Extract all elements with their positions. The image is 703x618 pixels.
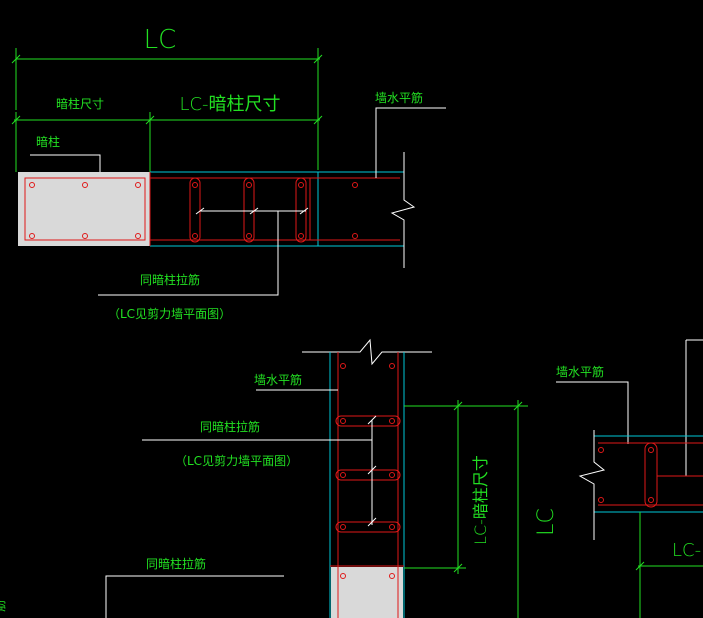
middle-detail: 同暗柱拉筋 （LC见剪力墙平面图） 墙水平筋 LC-暗柱尺寸 LC — [142, 338, 559, 618]
dim-rest-label: LC-暗柱尺寸 — [179, 94, 280, 115]
column-bars — [29, 182, 141, 239]
middle-tie-leader — [142, 415, 377, 527]
middle-tie-label: 同暗柱拉筋 — [200, 419, 260, 434]
right-wall-bars — [598, 442, 703, 508]
bottom-tie-leader — [105, 575, 284, 618]
tie-bars — [189, 177, 358, 243]
middle-horizontal-bar-label: 墙水平筋 — [254, 372, 302, 387]
middle-break-line — [302, 338, 432, 366]
right-dim-rest-label: LC- — [672, 540, 701, 561]
bottom-detail: 同暗柱拉筋 筋 — [0, 556, 284, 618]
middle-concealed-column — [331, 567, 403, 618]
column-leader — [30, 154, 101, 178]
horizontal-bar-leader — [375, 107, 446, 178]
horizontal-bar-label: 墙水平筋 — [375, 90, 423, 105]
top-detail: LC 暗柱尺寸 LC-暗柱尺寸 暗柱 — [11, 25, 446, 321]
bottom-partial-label: 筋 — [0, 600, 7, 612]
dim-total-lc — [11, 48, 323, 170]
dim-total-label: LC — [144, 25, 177, 55]
right-wall-outline — [594, 435, 703, 513]
middle-dim-rest-label: LC-暗柱尺寸 — [471, 455, 490, 545]
middle-column-bars — [337, 567, 399, 618]
right-dimensions — [635, 512, 703, 618]
column-stirrup — [24, 177, 146, 241]
right-detail: 墙水平筋 LC- — [556, 339, 703, 618]
right-horizontal-bar-leader — [556, 381, 629, 444]
middle-wall-outline — [329, 352, 405, 618]
tie-note: （LC见剪力墙平面图） — [108, 306, 231, 321]
middle-dim-total-label: LC — [534, 508, 559, 536]
break-line — [390, 152, 416, 268]
dim-column-label: 暗柱尺寸 — [56, 96, 104, 111]
middle-tie-note: （LC见剪力墙平面图） — [175, 453, 298, 468]
bottom-tie-label: 同暗柱拉筋 — [146, 556, 206, 571]
dim-column-and-rest — [11, 112, 323, 172]
column-label: 暗柱 — [36, 134, 60, 149]
right-horizontal-bar-label: 墙水平筋 — [556, 364, 604, 379]
right-break-line — [578, 430, 606, 540]
middle-dimensions — [404, 400, 528, 618]
tie-label: 同暗柱拉筋 — [140, 272, 200, 287]
wall-horizontal-bars — [149, 172, 400, 246]
tie-leader — [98, 207, 309, 296]
wall-outline — [150, 171, 404, 247]
